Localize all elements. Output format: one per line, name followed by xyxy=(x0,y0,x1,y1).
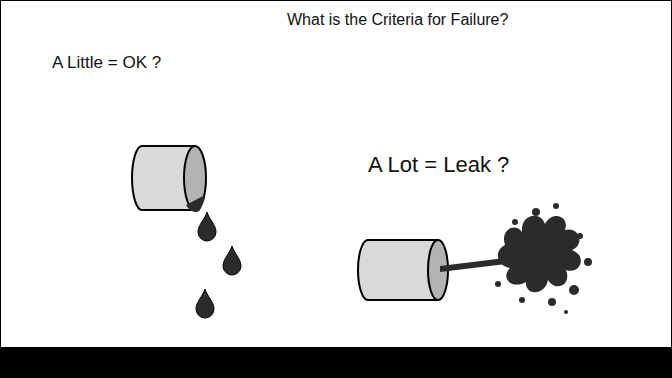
footer-bar xyxy=(0,348,672,378)
leaking-cylinder xyxy=(358,240,448,300)
splash xyxy=(440,203,592,314)
question-label: A Little = OK ? xyxy=(52,53,161,73)
drops xyxy=(196,212,241,318)
slide-title: What is the Criteria for Failure? xyxy=(287,11,508,29)
question-label: A Lot = Leak ? xyxy=(368,152,509,178)
dripping-cylinder xyxy=(132,146,206,212)
slide-border xyxy=(1,1,672,348)
